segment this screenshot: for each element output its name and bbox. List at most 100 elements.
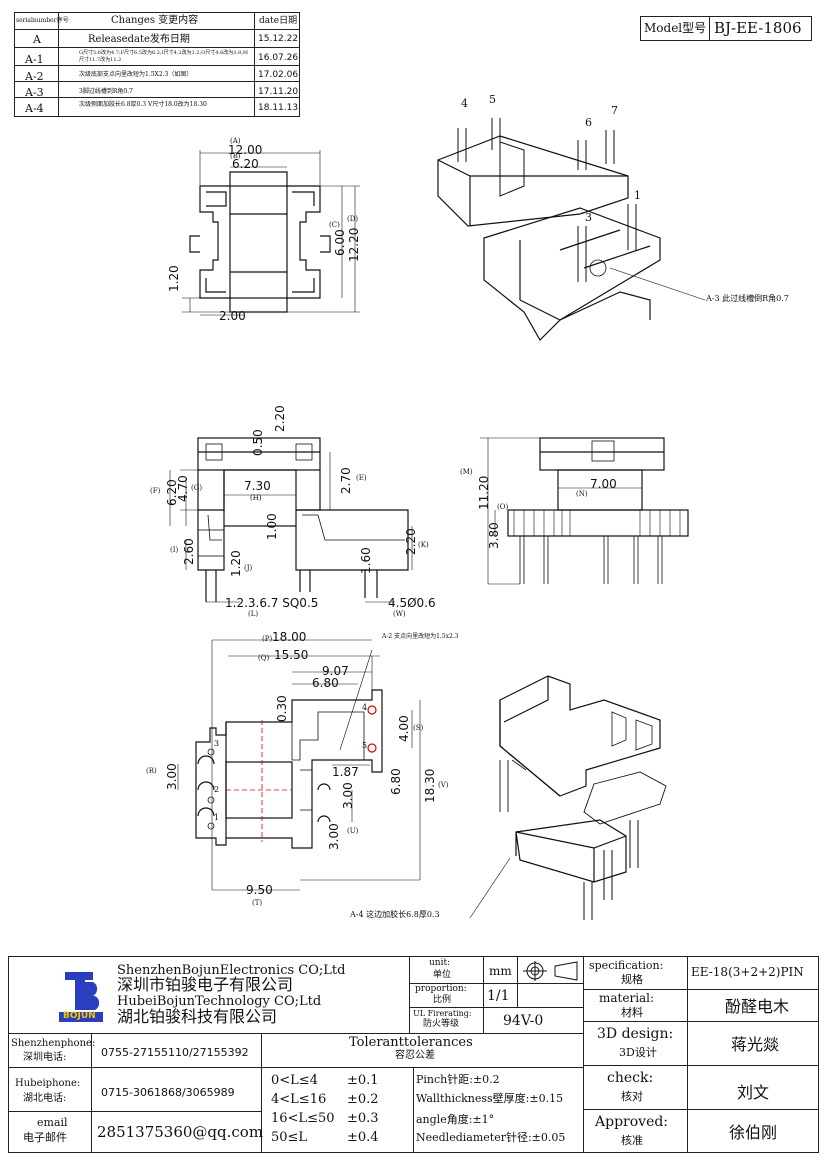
company-logo: BOJUN — [57, 970, 105, 1022]
spec-label: specification: — [589, 959, 664, 972]
drawing-canvas — [169, 118, 706, 920]
bv-pin4: 4 — [362, 703, 368, 712]
spec-value: EE-18(3+2+2)PIN — [691, 965, 804, 979]
unit-label: unit: — [429, 958, 451, 968]
ul-label-cn: 防火等级 — [423, 1019, 460, 1029]
dim-c-value: 6.00 — [333, 229, 347, 256]
contact-email-label-cn: 电子邮件 — [23, 1131, 67, 1144]
projection-icon — [523, 961, 578, 981]
fv-470: 4.70 — [176, 475, 190, 502]
fv-pins: 1.2.3.6.7 SQ0.5 — [225, 596, 319, 610]
company-cn-2: 湖北铂骏科技有限公司 — [117, 1007, 278, 1026]
tol-range-4: 50≤L — [271, 1130, 308, 1145]
rev-date-a4: 18.11.13 — [258, 103, 299, 113]
bv-r: (R) — [146, 767, 157, 775]
bv-680b: 6.80 — [389, 768, 403, 795]
note-a4: A-4 这边加胶长6.8厚0.3 — [350, 910, 440, 919]
rev-header-changes: Changes 变更内容 — [111, 15, 199, 26]
bv-300c: 3.00 — [327, 823, 341, 850]
rev-date-a1: 16.07.26 — [258, 53, 299, 63]
unit-value: mm — [489, 964, 512, 978]
rev-date-a: 15.12.22 — [258, 34, 299, 44]
bv-300: 3.00 — [165, 763, 179, 790]
contact-hb-label-cn: 湖北电话: — [23, 1093, 67, 1104]
pin-label-1: 1 — [634, 189, 641, 202]
iso-view-bottom — [469, 675, 667, 920]
bv-q: (Q) — [258, 654, 270, 662]
bv-s: (S) — [413, 724, 424, 732]
fv-h: (H) — [250, 494, 262, 502]
contact-sz-label: Shenzhenphone: — [11, 1038, 96, 1049]
top-view — [182, 150, 360, 316]
model-value: BJ-EE-1806 — [714, 19, 802, 37]
rev-date-a2: 17.02.06 — [258, 70, 299, 80]
bv-p: (P) — [262, 635, 273, 643]
bv-907: 9.07 — [322, 664, 349, 678]
rev-serial-a1: A-1 — [25, 53, 44, 66]
dim-c-label: (C) — [329, 221, 340, 229]
fv-l: (L) — [248, 610, 259, 618]
bv-pin1: 1 — [214, 813, 220, 822]
fv-220: 2.20 — [273, 405, 287, 432]
sv-m: (M) — [460, 468, 473, 476]
rev-date-a3: 17.11.20 — [258, 87, 299, 97]
rev-serial-a: A — [33, 33, 41, 46]
tol-spec-4: Needlediameter针径:±0.05 — [416, 1131, 566, 1144]
sv-380: 3.80 — [487, 522, 501, 549]
fv-100: 1.00 — [265, 513, 279, 540]
rev-serial-a2: A-2 — [25, 70, 44, 83]
bv-950: 9.50 — [246, 883, 273, 897]
material-label: material: — [599, 991, 655, 1005]
sv-1120: 11.20 — [477, 475, 491, 510]
dim-left-value: 1.20 — [167, 265, 181, 292]
contact-hb-value: 0715-3061868/3065989 — [101, 1086, 235, 1099]
bv-1830: 18.30 — [423, 768, 437, 803]
tol-range-2: 4<L≤16 — [271, 1092, 327, 1107]
rev-serial-a4: A-4 — [25, 102, 44, 115]
material-value: 酚醛电木 — [725, 997, 790, 1016]
pin-label-4: 4 — [461, 97, 468, 110]
check-label: check: — [607, 1070, 654, 1086]
fv-pin45: 4.5Ø0.6 — [388, 596, 436, 610]
bv-187: 1.87 — [332, 765, 359, 779]
fv-w: (W) — [393, 610, 406, 618]
bv-pin2: 2 — [214, 785, 220, 794]
logo-icon — [59, 972, 103, 1022]
tol-spec-1: Pinch针距:±0.2 — [416, 1073, 500, 1086]
pin-label-6: 6 — [585, 116, 592, 129]
dim-b-label: (B) — [230, 152, 241, 160]
bv-030: 0.30 — [275, 695, 289, 722]
contact-email-value: 2851375360@qq.com — [97, 1123, 264, 1141]
note-a3: A-3 此过线槽倒R角0.7 — [706, 294, 789, 303]
ul-value: 94V-0 — [503, 1013, 544, 1029]
dim-d-value: 12.20 — [347, 227, 361, 262]
fv-120: 1.20 — [229, 550, 243, 577]
sv-700: 7.00 — [590, 477, 617, 491]
dim-b-value: 6.20 — [232, 157, 259, 171]
bv-v: (V) — [438, 781, 449, 789]
rev-change-a4: 次级侧面加胶长6.8厚0.3 V尺寸18.0改为18.30 — [79, 101, 207, 108]
approved-value: 徐伯刚 — [729, 1123, 778, 1142]
fv-270: 2.70 — [339, 467, 353, 494]
contact-email-label: email — [37, 1116, 68, 1129]
proportion-label-cn: 比例 — [433, 995, 452, 1005]
rev-change-a: Releasedate发布日期 — [88, 34, 190, 45]
tolerance-title: Toleranttolerances — [349, 1035, 473, 1050]
logo-text: BOJUN — [63, 1011, 96, 1021]
revision-table: serialnumber序号 Changes 变更内容 date日期 A Rel… — [14, 12, 300, 117]
company-cn-1: 深圳市铂骏电子有限公司 — [117, 975, 294, 994]
contact-hb-label: Hubeiphone: — [15, 1078, 81, 1089]
company-en-2: HubeiBojunTechnology CO;Ltd — [117, 994, 322, 1009]
dim-a-value: 12.00 — [228, 143, 263, 157]
design-label: 3D design: — [597, 1026, 674, 1042]
title-block: BOJUN ShenzhenBojunElectronics CO;Ltd 深圳… — [8, 956, 819, 1153]
side-view — [480, 437, 689, 585]
ul-label: UL Firerating: — [413, 1009, 472, 1018]
bv-u: (U) — [347, 827, 359, 835]
bv-300b: 3.00 — [341, 782, 355, 809]
tol-value-3: ±0.3 — [347, 1111, 379, 1126]
rev-change-a3: 3脚过线槽到R角0.7 — [79, 88, 133, 95]
dim-bottom-value: 2.00 — [219, 309, 246, 323]
dim-d-label: (D) — [347, 215, 359, 223]
tol-spec-2: Wallthickness壁厚度:±0.15 — [416, 1092, 564, 1105]
